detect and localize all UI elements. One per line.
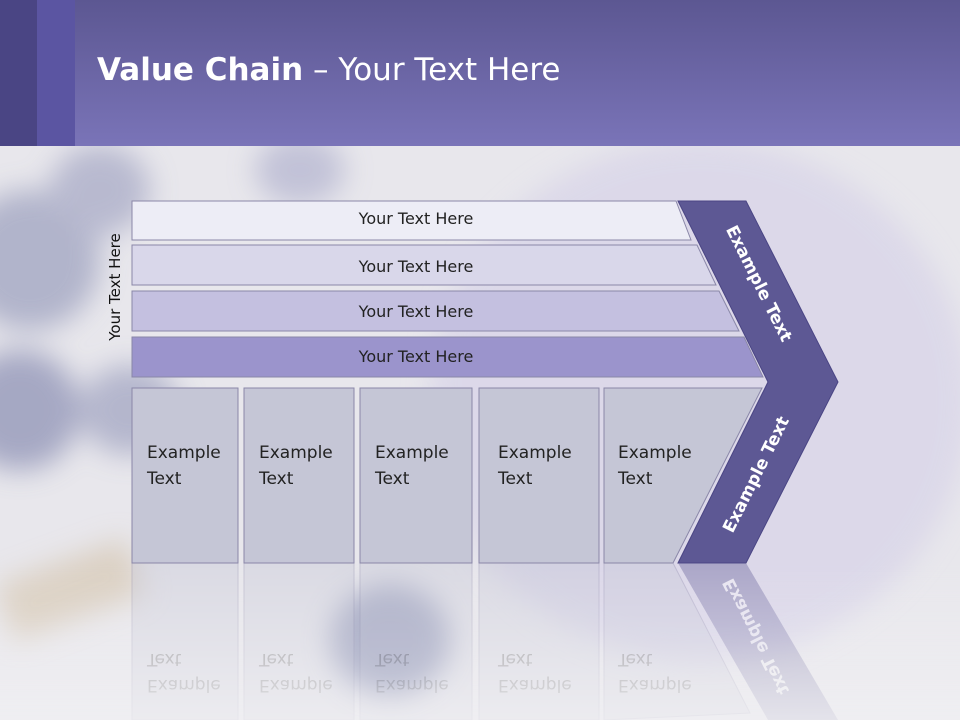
box-text-line: Example bbox=[259, 443, 333, 463]
box-text-line: Text bbox=[147, 469, 182, 489]
box-text-line: Example bbox=[618, 443, 692, 463]
bar-2-shape bbox=[131, 244, 717, 286]
activity-box-2-text: Example Text bbox=[259, 440, 333, 492]
box-text-line: Example bbox=[375, 443, 449, 463]
reflection-shapes: Example Text Example Text Example Text E… bbox=[0, 563, 960, 720]
activity-box-1-text: Example Text bbox=[147, 440, 221, 492]
activity-box-5-text: Example Text bbox=[618, 440, 692, 492]
header-bar bbox=[0, 0, 960, 146]
box-text-line: Text bbox=[618, 469, 653, 489]
header-accent-strip bbox=[37, 0, 75, 146]
bar-4-shape bbox=[131, 336, 764, 378]
header-accent-strip bbox=[0, 0, 37, 146]
bar-3-label: Your Text Here bbox=[358, 302, 474, 321]
title-bold: Value Chain bbox=[97, 52, 304, 88]
bar-2-label: Your Text Here bbox=[358, 257, 474, 276]
activity-box-3-text: Example Text bbox=[375, 440, 449, 492]
activity-box-1 bbox=[131, 387, 239, 564]
slide-title: Value Chain – Your Text Here bbox=[97, 52, 560, 88]
title-rest: – Your Text Here bbox=[303, 52, 561, 88]
bar-1-shape bbox=[131, 200, 692, 241]
activity-box-3 bbox=[359, 387, 473, 564]
bar-1-label: Your Text Here bbox=[358, 209, 474, 228]
reflection-fade bbox=[0, 563, 960, 720]
box-text-line: Example bbox=[147, 443, 221, 463]
activity-box-4 bbox=[478, 387, 600, 564]
diagram-reflection: Example Text Example Text Example Text E… bbox=[0, 563, 960, 720]
box-text-line: Text bbox=[498, 469, 533, 489]
bar-3-shape bbox=[131, 290, 740, 332]
box-text-line: Example bbox=[498, 443, 572, 463]
activity-box-2 bbox=[243, 387, 355, 564]
box-text-line: Text bbox=[375, 469, 410, 489]
activity-box-4-text: Example Text bbox=[498, 440, 572, 492]
bar-4-label: Your Text Here bbox=[358, 347, 474, 366]
box-text-line: Text bbox=[259, 469, 294, 489]
